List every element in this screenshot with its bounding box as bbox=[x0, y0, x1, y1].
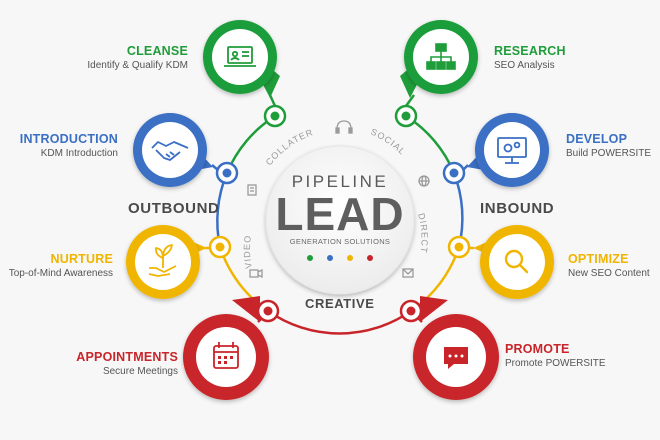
step-nurture-label: NURTURE Top-of-Mind Awareness bbox=[0, 252, 113, 281]
magnifier-icon bbox=[504, 249, 529, 274]
step-cleanse-title: CLEANSE bbox=[126, 44, 188, 58]
side-label-creative: CREATIVE bbox=[305, 296, 375, 311]
monitor-gears-icon bbox=[497, 137, 527, 164]
arc-label-social: SOCIAL bbox=[369, 127, 408, 157]
step-introduction-title: INTRODUCTION bbox=[19, 132, 118, 146]
center-dot-blue bbox=[327, 255, 333, 261]
step-develop-title: DEVELOP bbox=[566, 132, 628, 146]
step-research-title: RESEARCH bbox=[494, 44, 566, 58]
center-title-subtitle: GENERATION SOLUTIONS bbox=[289, 237, 391, 246]
node-promote bbox=[399, 299, 423, 323]
center-dot-green bbox=[307, 255, 313, 261]
inner-ring-icons bbox=[247, 120, 430, 279]
step-promote-label: PROMOTE Promote POWERSITE bbox=[505, 342, 655, 371]
node-optimize bbox=[447, 235, 471, 259]
bubble-nurture bbox=[126, 225, 207, 299]
step-develop-subtitle: Build POWERSITE bbox=[566, 148, 652, 159]
bubble-develop bbox=[467, 113, 549, 187]
mail-icon bbox=[402, 268, 414, 278]
center-disc bbox=[265, 145, 415, 295]
step-introduction-subtitle: KDM Introduction bbox=[40, 148, 118, 159]
chat-bubble-icon bbox=[444, 347, 468, 369]
laptop-profile-icon bbox=[224, 46, 256, 67]
step-appointments-label: APPOINTMENTS Secure Meetings bbox=[28, 350, 178, 379]
handshake-icon bbox=[151, 141, 189, 161]
center-title-lead: LEAD bbox=[275, 188, 405, 240]
center-title: PIPELINE LEAD GENERATION SOLUTIONS bbox=[270, 172, 410, 248]
node-nurture bbox=[208, 235, 232, 259]
bubble-cleanse bbox=[203, 20, 280, 98]
bubble-promote bbox=[413, 296, 499, 400]
step-develop-label: DEVELOP Build POWERSITE bbox=[566, 132, 660, 161]
node-appointments bbox=[256, 299, 280, 323]
node-cleanse bbox=[263, 104, 287, 128]
node-introduction bbox=[215, 161, 239, 185]
step-introduction-label: INTRODUCTION KDM Introduction bbox=[0, 132, 118, 161]
arc-label-video: VIDEO bbox=[242, 234, 254, 269]
center-title-pipeline: PIPELINE bbox=[291, 172, 389, 191]
step-promote-title: PROMOTE bbox=[505, 342, 570, 356]
bubble-introduction bbox=[133, 113, 213, 187]
globe-icon bbox=[418, 175, 430, 187]
sitemap-icon bbox=[426, 43, 456, 70]
side-label-inbound: INBOUND bbox=[480, 200, 555, 217]
ring-nodes bbox=[208, 104, 471, 323]
arc-label-direct: DIRECT bbox=[416, 212, 430, 254]
bubble-optimize bbox=[473, 225, 554, 299]
calendar-icon bbox=[213, 342, 239, 369]
brochure-icon bbox=[247, 184, 257, 196]
step-research-label: RESEARCH SEO Analysis bbox=[494, 44, 644, 73]
step-nurture-title: NURTURE bbox=[50, 252, 113, 266]
headphones-icon bbox=[335, 120, 353, 134]
hand-plant-icon bbox=[148, 244, 177, 277]
step-nurture-subtitle: Top-of-Mind Awareness bbox=[8, 268, 113, 279]
step-research-subtitle: SEO Analysis bbox=[494, 60, 555, 71]
step-promote-subtitle: Promote POWERSITE bbox=[505, 358, 606, 369]
center-dots bbox=[307, 255, 373, 261]
arc-red-bottom bbox=[267, 309, 412, 335]
step-appointments-subtitle: Secure Meetings bbox=[102, 366, 178, 377]
side-label-outbound: OUTBOUND bbox=[128, 200, 220, 217]
center-dot-yellow bbox=[347, 255, 353, 261]
stem-cleanse bbox=[268, 94, 277, 107]
bubble-appointments bbox=[183, 296, 269, 400]
stem-research bbox=[404, 94, 416, 107]
node-research bbox=[394, 104, 418, 128]
bubble-research bbox=[400, 20, 478, 98]
step-appointments-title: APPOINTMENTS bbox=[76, 350, 178, 364]
step-cleanse-label: CLEANSE Identify & Qualify KDM bbox=[38, 44, 188, 73]
step-cleanse-subtitle: Identify & Qualify KDM bbox=[87, 60, 188, 71]
step-optimize-title: OPTIMIZE bbox=[568, 252, 629, 266]
center-dot-red bbox=[367, 255, 373, 261]
node-develop bbox=[442, 161, 466, 185]
step-optimize-label: OPTIMIZE New SEO Content bbox=[568, 252, 660, 281]
video-camera-icon bbox=[249, 268, 263, 279]
step-optimize-subtitle: New SEO Content bbox=[568, 268, 650, 279]
